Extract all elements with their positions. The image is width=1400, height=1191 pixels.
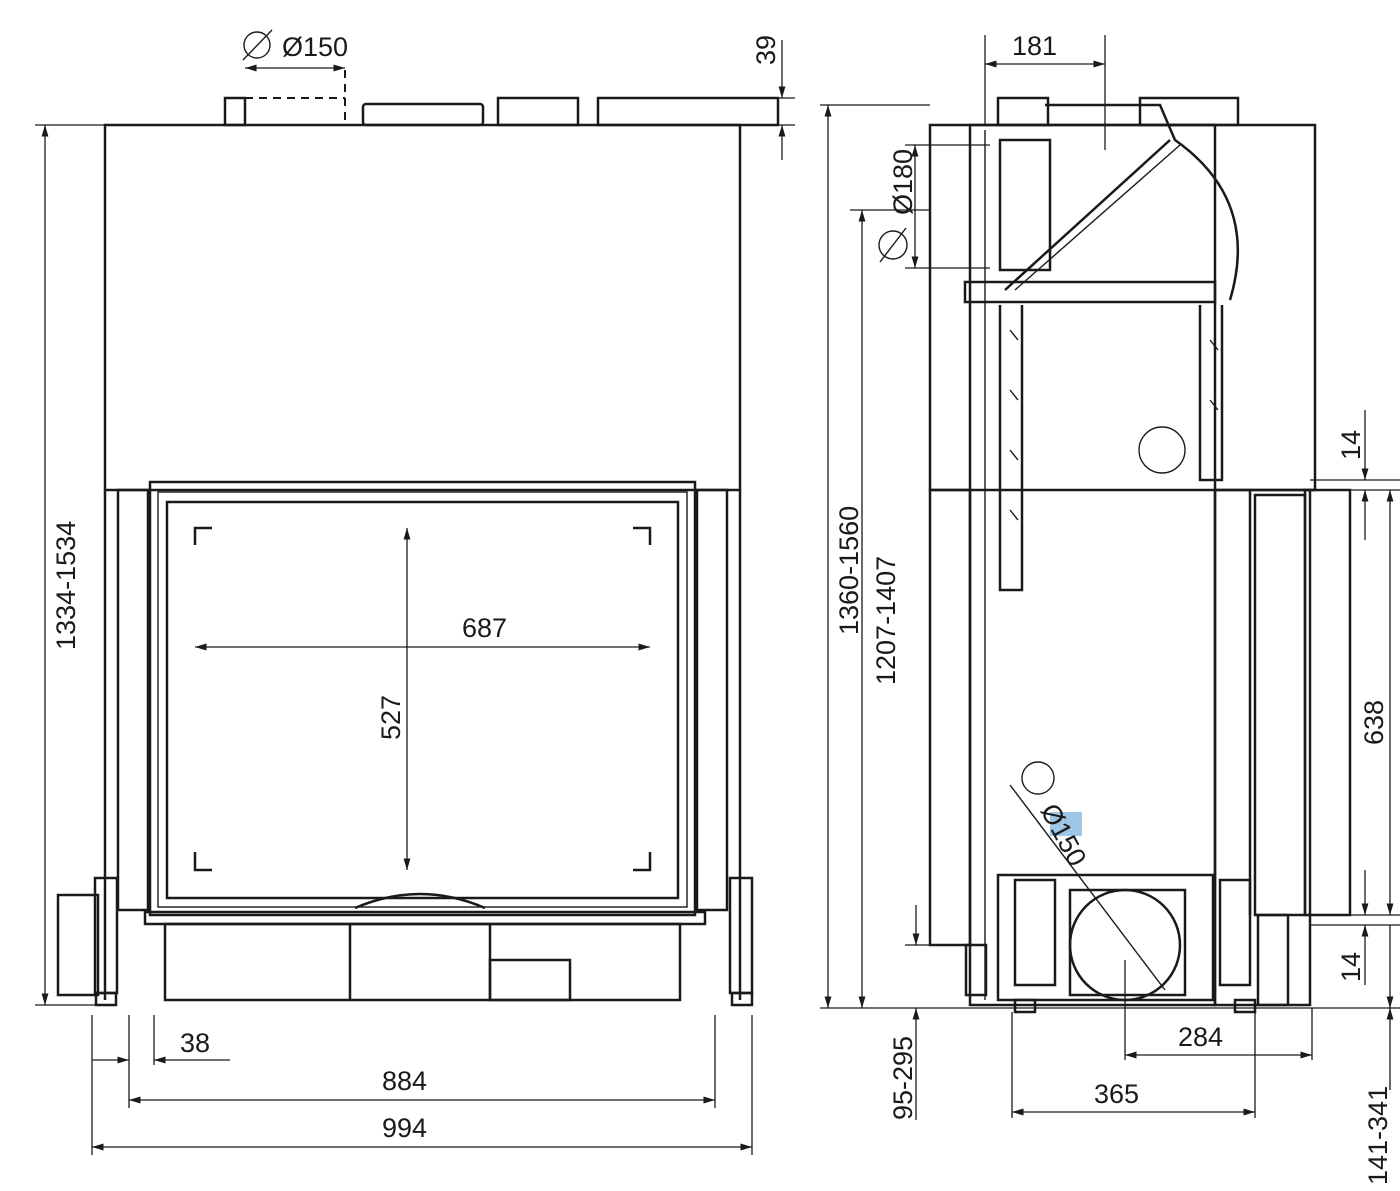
dim-side-total-height: 1360-1560 — [834, 506, 864, 635]
dim-bottom-right-clearance: 141-341 — [1363, 1086, 1393, 1185]
front-left-inlet — [56, 893, 100, 997]
text-highlight — [1050, 812, 1082, 836]
dim-glass-width: 687 — [462, 613, 507, 643]
front-ashbox — [163, 922, 682, 1002]
front-top-box — [361, 102, 485, 127]
dim-air-diameter: Ø180 — [888, 149, 918, 215]
side-upper-body — [928, 123, 1317, 492]
glass-panel — [165, 500, 680, 900]
dim-front-flue-diameter: Ø150 — [282, 32, 348, 62]
dim-inlet-diameter: Ø150 — [1035, 799, 1093, 871]
dim-total-width: 994 — [382, 1113, 427, 1143]
dim-depth-legs: 365 — [1094, 1079, 1139, 1109]
dim-front-top-height: 39 — [751, 35, 781, 65]
side-main-panel — [968, 123, 1217, 1007]
dim-bottom-gap: 14 — [1336, 952, 1366, 982]
side-front-frame — [1213, 488, 1312, 1007]
glass-corners — [193, 526, 652, 872]
dim-side-offset: 38 — [180, 1028, 210, 1058]
baffle-plate — [963, 280, 1217, 304]
side-dimensions: 181 Ø180 1360-1560 1207-1407 14 638 14 Ø… — [820, 31, 1400, 1185]
dim-inlet-offset: 284 — [1178, 1022, 1223, 1052]
front-dimensions: Ø150 39 687 527 1334-1534 38 884 994 — [35, 29, 795, 1155]
side-view — [928, 96, 1352, 1014]
dim-front-total-height: 1334-1534 — [51, 521, 81, 650]
dim-inner-width: 884 — [382, 1066, 427, 1096]
door-frame — [148, 480, 697, 917]
dim-glass-height: 527 — [376, 695, 406, 740]
front-top-spigot-middle — [496, 96, 580, 127]
dim-height-to-flange: 1207-1407 — [871, 556, 901, 685]
damper-rod — [1004, 139, 1171, 291]
smoke-chamber — [1045, 103, 1240, 301]
front-view — [56, 70, 780, 1007]
dim-top-gap: 14 — [1336, 430, 1366, 460]
dim-top-offset: 181 — [1012, 31, 1057, 61]
side-brick-liners — [998, 305, 1224, 592]
front-top-spigot-right — [596, 96, 780, 127]
dim-bottom-clearance: 95-295 — [888, 1036, 918, 1120]
side-air-box — [996, 873, 1215, 1002]
inspection-port — [1138, 426, 1186, 474]
dim-opening-height: 638 — [1359, 700, 1389, 745]
door-handle — [354, 892, 486, 910]
front-upper-hood — [103, 123, 742, 492]
front-top-spigot-left — [223, 96, 247, 127]
